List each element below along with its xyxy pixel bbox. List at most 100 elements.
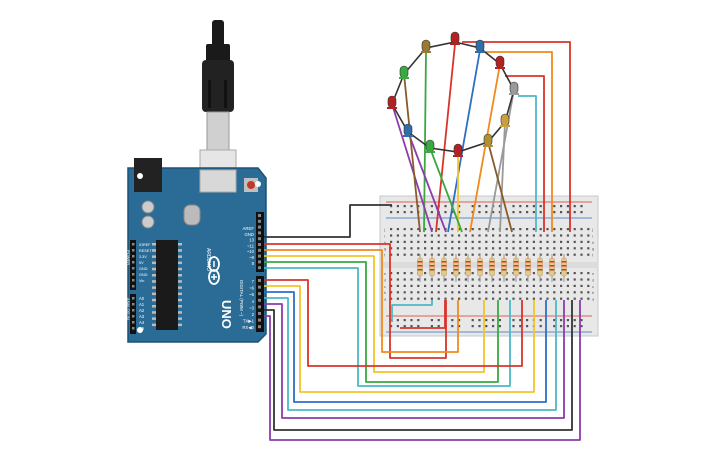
pin-label: TX▶1 bbox=[243, 319, 255, 324]
resistor bbox=[429, 254, 435, 282]
signal-wire bbox=[264, 285, 535, 393]
pin-label: GND bbox=[139, 267, 148, 271]
led[interactable] bbox=[450, 31, 460, 45]
signal-wire bbox=[264, 243, 447, 359]
pin-label: A4 bbox=[139, 320, 145, 325]
resistor bbox=[501, 254, 507, 282]
led[interactable] bbox=[399, 65, 409, 79]
digital-label: DIGITAL (PWM ~) bbox=[239, 280, 244, 317]
led-wire bbox=[505, 75, 545, 232]
row-letter: f bbox=[384, 253, 386, 258]
row-letter: e bbox=[384, 271, 387, 276]
resistor bbox=[441, 254, 447, 282]
pin-label: Vin bbox=[139, 279, 144, 283]
led-lead bbox=[403, 73, 421, 233]
ground-wire bbox=[264, 204, 392, 238]
pin-label: ~3 bbox=[249, 305, 255, 310]
row-letter: j bbox=[383, 227, 385, 232]
row-letter: a bbox=[592, 297, 595, 302]
pin-label: ~11 bbox=[247, 243, 255, 248]
pin-label: RESET bbox=[139, 249, 152, 253]
signal-wire bbox=[264, 291, 547, 403]
led-lead bbox=[487, 89, 515, 233]
row-letter: e bbox=[592, 271, 595, 276]
row-letter: h bbox=[592, 240, 594, 245]
usb-cable bbox=[199, 20, 237, 193]
row-letter: d bbox=[384, 277, 386, 282]
row-letter: i bbox=[592, 233, 593, 238]
board-brand: ARDUINO bbox=[205, 248, 211, 271]
resistor bbox=[477, 254, 483, 282]
row-letter: g bbox=[384, 246, 386, 251]
signal-wire bbox=[264, 249, 459, 353]
pin-label: 5V bbox=[139, 261, 144, 265]
row-letter: c bbox=[384, 284, 386, 289]
signal-wire bbox=[264, 300, 565, 419]
jumper-wire bbox=[400, 300, 446, 329]
row-letter: i bbox=[384, 233, 385, 238]
led-lead bbox=[423, 51, 427, 233]
led[interactable] bbox=[403, 123, 413, 137]
resistor bbox=[513, 254, 519, 282]
resistor bbox=[453, 254, 459, 282]
signal-wire bbox=[264, 279, 523, 367]
jumper-wire bbox=[391, 300, 433, 322]
resistor bbox=[489, 254, 495, 282]
row-letter: a bbox=[384, 297, 387, 302]
led-lead bbox=[391, 103, 433, 233]
led[interactable] bbox=[425, 139, 435, 153]
signal-wire bbox=[264, 261, 499, 383]
pin-label: AREF bbox=[243, 226, 255, 231]
pin-label: A5 bbox=[139, 326, 145, 331]
row-letter: f bbox=[592, 253, 594, 258]
led[interactable] bbox=[475, 39, 485, 53]
led[interactable] bbox=[387, 95, 397, 109]
row-letter: b bbox=[592, 290, 595, 295]
pin-label: IOREF bbox=[139, 243, 151, 247]
resistor bbox=[549, 254, 555, 282]
led[interactable] bbox=[500, 113, 510, 127]
led-ring bbox=[387, 31, 519, 157]
signal-wire bbox=[264, 297, 557, 411]
led[interactable] bbox=[453, 143, 463, 157]
pin-label: ~6 bbox=[249, 286, 255, 291]
pin-label: ~9 bbox=[249, 255, 255, 260]
row-letter: g bbox=[592, 246, 594, 251]
led-lead bbox=[487, 141, 513, 233]
resistor bbox=[537, 254, 543, 282]
led[interactable] bbox=[509, 81, 519, 95]
led-lead bbox=[447, 49, 481, 233]
signal-wire bbox=[264, 300, 581, 441]
row-letter: d bbox=[592, 277, 594, 282]
pin-label: RX◀0 bbox=[242, 325, 254, 330]
arduino-board[interactable]: UNO ARDUINO DIGITAL (PWM ~) POWER ANALOG… bbox=[126, 158, 267, 343]
signal-wire bbox=[264, 300, 573, 431]
pin-label: GND bbox=[139, 273, 148, 277]
pin-label: A0 bbox=[139, 296, 145, 301]
resistor bbox=[465, 254, 471, 282]
signal-wire bbox=[264, 255, 485, 373]
power-title: POWER bbox=[126, 250, 131, 265]
resistor bbox=[561, 254, 567, 282]
row-letter: j bbox=[591, 227, 593, 232]
row-letter: h bbox=[384, 240, 386, 245]
usb-port bbox=[199, 169, 237, 193]
led-lead bbox=[407, 131, 447, 233]
led-wire bbox=[518, 95, 537, 232]
led[interactable] bbox=[495, 55, 505, 69]
board-name: UNO bbox=[219, 300, 234, 329]
pin-label: 8 bbox=[252, 261, 255, 266]
led-lead bbox=[499, 121, 506, 233]
pin-label: A3 bbox=[139, 314, 145, 319]
analog-title: ANALOG IN bbox=[126, 298, 131, 320]
row-letter: c bbox=[592, 284, 594, 289]
pin-label: 2 bbox=[252, 312, 255, 317]
pin-label: GND bbox=[244, 232, 254, 237]
led-wire bbox=[462, 41, 571, 232]
led-lead bbox=[435, 43, 456, 233]
arduino-logo bbox=[208, 256, 220, 285]
resistor bbox=[417, 254, 423, 282]
led[interactable] bbox=[483, 133, 493, 147]
row-letter: b bbox=[384, 290, 387, 295]
led[interactable] bbox=[421, 39, 431, 53]
